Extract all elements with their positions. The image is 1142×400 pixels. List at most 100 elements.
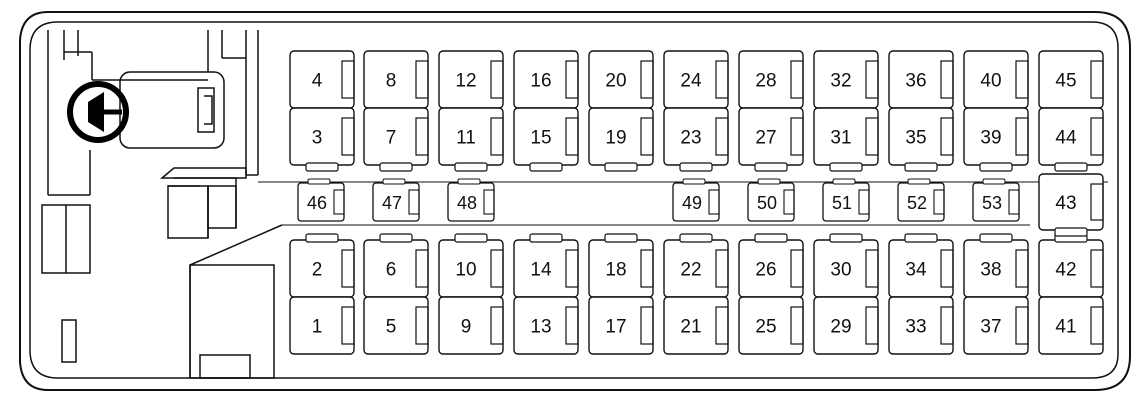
seat-27[interactable]: 27 [738, 107, 804, 172]
seat-45[interactable]: 45 [1038, 50, 1104, 109]
seat-31[interactable]: 31 [813, 107, 879, 172]
seat-number: 41 [1055, 317, 1076, 338]
seat-number: 13 [530, 317, 551, 338]
seat-number: 38 [980, 260, 1001, 281]
seat-37[interactable]: 37 [963, 296, 1029, 355]
seat-10[interactable]: 10 [438, 233, 504, 298]
seat-6[interactable]: 6 [363, 233, 429, 298]
seat-38[interactable]: 38 [963, 233, 1029, 298]
seat-18[interactable]: 18 [588, 233, 654, 298]
seat-20[interactable]: 20 [588, 50, 654, 109]
seat-32[interactable]: 32 [813, 50, 879, 109]
seat-number: 36 [905, 71, 926, 92]
seat-number: 28 [755, 71, 776, 92]
seat-1[interactable]: 1 [289, 296, 355, 355]
seat-22[interactable]: 22 [663, 233, 729, 298]
seat-number: 19 [605, 128, 626, 149]
driver-seat [119, 71, 225, 149]
steering-wheel-icon [67, 81, 129, 143]
seat-number: 6 [386, 260, 397, 281]
seat-number: 22 [680, 260, 701, 281]
bus-body [19, 11, 1131, 391]
aisle-seat-49[interactable]: 49 [672, 178, 720, 222]
seat-number: 35 [905, 128, 926, 149]
seat-24[interactable]: 24 [663, 50, 729, 109]
seat-30[interactable]: 30 [813, 233, 879, 298]
seat-12[interactable]: 12 [438, 50, 504, 109]
seat-number: 5 [386, 317, 397, 338]
seat-number: 53 [982, 193, 1002, 213]
seat-25[interactable]: 25 [738, 296, 804, 355]
seat-number: 26 [755, 260, 776, 281]
seat-21[interactable]: 21 [663, 296, 729, 355]
seat-number: 42 [1055, 260, 1076, 281]
seat-19[interactable]: 19 [588, 107, 654, 172]
seat-number: 45 [1055, 71, 1076, 92]
seat-8[interactable]: 8 [363, 50, 429, 109]
seat-15[interactable]: 15 [513, 107, 579, 172]
seat-number: 24 [680, 71, 702, 92]
seat-number: 11 [456, 128, 476, 149]
aisle-seat-48[interactable]: 48 [447, 178, 495, 222]
seat-23[interactable]: 23 [663, 107, 729, 172]
seat-number: 43 [1055, 193, 1076, 214]
seat-7[interactable]: 7 [363, 107, 429, 172]
seat-16[interactable]: 16 [513, 50, 579, 109]
seat-number: 44 [1055, 128, 1077, 149]
aisle-seat-47[interactable]: 47 [372, 178, 420, 222]
seat-4[interactable]: 4 [289, 50, 355, 109]
seat-26[interactable]: 26 [738, 233, 804, 298]
aisle-seat-46[interactable]: 46 [297, 178, 345, 222]
seat-number: 46 [307, 193, 327, 213]
seat-34[interactable]: 34 [888, 233, 954, 298]
seat-11[interactable]: 11 [438, 107, 504, 172]
seat-35[interactable]: 35 [888, 107, 954, 172]
seat-28[interactable]: 28 [738, 50, 804, 109]
aisle-seat-50[interactable]: 50 [747, 178, 795, 222]
seat-number: 14 [530, 260, 552, 281]
seat-number: 32 [830, 71, 851, 92]
seat-number: 33 [905, 317, 926, 338]
seat-number: 17 [605, 317, 626, 338]
seat-17[interactable]: 17 [588, 296, 654, 355]
seat-number: 12 [455, 71, 476, 92]
driver-area [47, 30, 259, 196]
seat-13[interactable]: 13 [513, 296, 579, 355]
seat-43[interactable]: 43 [1038, 173, 1104, 237]
seat-number: 25 [755, 317, 776, 338]
seat-number: 1 [312, 317, 323, 338]
seat-number: 37 [980, 317, 1001, 338]
seat-number: 31 [830, 128, 851, 149]
seat-2[interactable]: 2 [289, 233, 355, 298]
aisle-seat-53[interactable]: 53 [972, 178, 1020, 222]
seat-41[interactable]: 41 [1038, 296, 1104, 355]
seat-number: 23 [680, 128, 701, 149]
seat-29[interactable]: 29 [813, 296, 879, 355]
seat-40[interactable]: 40 [963, 50, 1029, 109]
seat-number: 20 [605, 71, 626, 92]
aisle-seat-51[interactable]: 51 [822, 178, 870, 222]
seat-36[interactable]: 36 [888, 50, 954, 109]
seat-44[interactable]: 44 [1038, 107, 1104, 172]
seat-number: 18 [605, 260, 626, 281]
seat-3[interactable]: 3 [289, 107, 355, 172]
seat-39[interactable]: 39 [963, 107, 1029, 172]
front-door-panels [41, 204, 91, 363]
seat-42[interactable]: 42 [1038, 233, 1104, 298]
seat-33[interactable]: 33 [888, 296, 954, 355]
seat-number: 3 [312, 128, 323, 149]
aisle-seat-52[interactable]: 52 [897, 178, 945, 222]
seat-number: 15 [530, 128, 551, 149]
seat-number: 39 [980, 128, 1001, 149]
seat-number: 48 [457, 193, 477, 213]
seat-5[interactable]: 5 [363, 296, 429, 355]
seat-number: 51 [832, 193, 852, 213]
seat-number: 29 [830, 317, 851, 338]
seat-9[interactable]: 9 [438, 296, 504, 355]
seat-number: 50 [757, 193, 777, 213]
seat-number: 21 [680, 317, 701, 338]
seat-number: 30 [830, 260, 851, 281]
seat-number: 49 [682, 193, 702, 213]
seat-14[interactable]: 14 [513, 233, 579, 298]
